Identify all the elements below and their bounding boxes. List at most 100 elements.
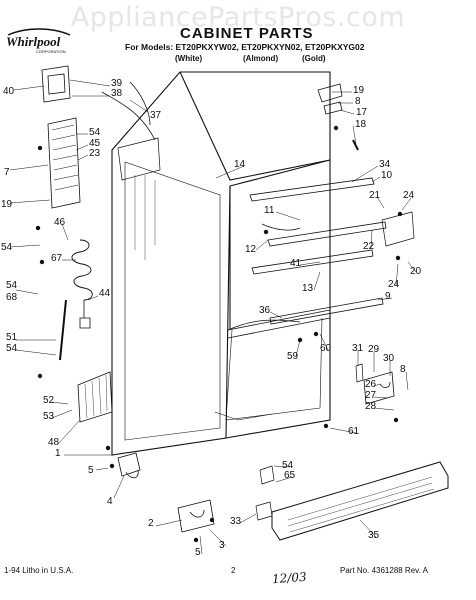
brand-sub: CORPORATION [36,49,66,54]
callout-26: 26 [365,379,377,390]
hinge-cover [355,363,364,383]
callout-39: 39 [111,78,123,89]
thermostat-panel [47,117,81,209]
callout-19: 19 [353,85,365,96]
callout-1: 1 [55,448,61,459]
callout-33: 33 [230,516,242,527]
machine-compartment-cover [77,371,113,423]
callout-45: 45 [89,138,101,149]
middle-shelf-rail [267,221,387,247]
leveling-roller [117,452,141,479]
callout-21: 21 [369,190,381,201]
callout-3: 3 [219,540,225,551]
variant-gold: (Gold) [302,54,326,63]
callout-11: 11 [264,205,275,216]
callout-22: 22 [363,241,375,252]
callout-54: 54 [6,343,18,354]
hinge-top [317,83,343,115]
lower-shelf-rail [251,249,374,275]
screw-mark [37,145,43,151]
callout-53: 53 [43,411,55,422]
callout-60: 60 [320,343,332,354]
callout-36: 36 [259,305,271,316]
cabinet-shell [111,71,331,456]
callout-54: 54 [6,280,18,291]
fastener-screws [35,125,403,543]
callout-44: 44 [99,288,111,299]
screw-mark [105,445,111,451]
callout-12: 12 [245,244,257,255]
freezer-floor [227,319,301,331]
callout-18: 18 [355,119,367,130]
screw-mark [313,331,319,337]
screw-mark [35,225,41,231]
freezer-cutout [117,137,161,181]
callout-61: 61 [348,426,360,437]
screw-mark [397,211,403,217]
screw-mark [39,259,45,265]
model-list: For Models: ET20PKXYW02, ET20PKXYN02, ET… [125,42,365,52]
wiring-strip [261,223,301,231]
callout-51: 51 [6,332,18,343]
screw-mark [37,373,43,379]
callout-35: 35 [368,530,380,541]
callout-13: 13 [302,283,314,294]
callout-54: 54 [282,460,294,471]
screw-mark [209,517,215,523]
watermark-text: AppliancePartsPros.com [70,2,406,33]
callout-20: 20 [410,266,422,277]
upper-shelf-rail [249,177,375,202]
callout-29: 29 [368,344,380,355]
screw-mark [109,463,115,469]
screw-mark [333,125,339,131]
handwritten-date: 12/03 [271,569,308,587]
footer-part-number: Part No. 4361288 Rev. A [340,566,428,575]
screw-mark [323,423,329,429]
callout-59: 59 [287,351,299,362]
callout-65: 65 [284,470,296,481]
screw-mark [393,417,399,423]
callout-40: 40 [3,86,15,97]
screw-mark [263,229,269,235]
machine-cover-hatch [84,374,108,419]
control-housing [41,65,71,103]
callout-68: 68 [6,292,18,303]
drain-tube [59,299,67,361]
callout-19: 19 [1,199,13,210]
door-stop [255,501,273,521]
whirlpool-logo: Whirlpool CORPORATION [6,28,71,54]
side-panel-shading [134,175,156,260]
brand-name: Whirlpool [6,34,61,49]
toe-grille [271,461,449,541]
callout-17: 17 [356,107,368,118]
cabinet-drawing [9,65,449,555]
thermostat-panel-hatch [51,124,79,191]
callout-38: 38 [111,88,123,99]
wire-harness [101,81,156,141]
page-title: CABINET PARTS [180,25,314,42]
callout-8: 8 [400,364,406,375]
callout-52: 52 [43,395,55,406]
callout-4: 4 [107,496,113,507]
crisper-rail [269,297,384,325]
callout-37: 37 [150,110,162,121]
callout-23: 23 [89,148,101,159]
callout-24: 24 [403,190,415,201]
callout-14: 14 [234,159,246,170]
callout-2: 2 [148,518,154,529]
lower-compartment-liner [225,317,323,421]
power-cord-coil [71,239,93,301]
cabinet-back-edge [225,160,331,439]
hinge-recess [214,411,273,421]
screw-mark [395,255,401,261]
callout-48: 48 [48,437,60,448]
callout-9: 9 [385,291,391,302]
bottom-hinge-assembly [177,499,215,533]
leader-lines [9,79,417,555]
callout-30: 30 [383,353,395,364]
callout-34: 34 [379,159,391,170]
callout-8: 8 [355,96,361,107]
